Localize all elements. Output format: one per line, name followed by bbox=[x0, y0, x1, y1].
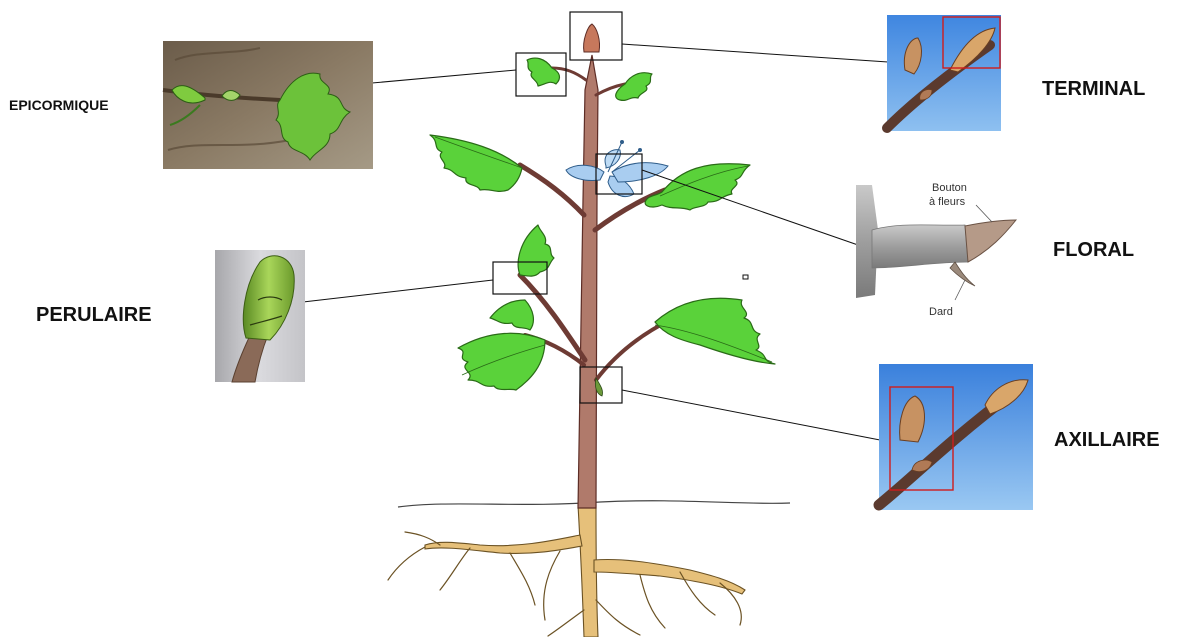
root-branch bbox=[548, 610, 584, 636]
floral-photo: Bouton à fleurs Dard bbox=[856, 182, 1016, 318]
root-left-main bbox=[425, 535, 582, 553]
root-branch bbox=[596, 600, 640, 635]
terminal-photo bbox=[887, 15, 1001, 131]
leaf-small-mid bbox=[490, 300, 533, 330]
main-stem bbox=[578, 55, 598, 508]
leaf-lower-right bbox=[655, 298, 775, 364]
callout-terminal bbox=[622, 44, 888, 62]
root-branch bbox=[440, 548, 470, 590]
leaf-top-right bbox=[616, 73, 652, 101]
branch-lower-right bbox=[596, 320, 670, 380]
label-dard: Dard bbox=[929, 306, 953, 318]
callout-perulaire bbox=[303, 280, 493, 302]
label-bouton-line2: à fleurs bbox=[929, 196, 966, 208]
root-branch bbox=[640, 575, 665, 628]
root-right-main bbox=[594, 559, 745, 594]
label-floral: FLORAL bbox=[1053, 239, 1134, 261]
flower bbox=[566, 140, 668, 197]
callout-epicormique bbox=[372, 70, 516, 83]
epicormique-photo bbox=[163, 41, 373, 169]
terminal-bud bbox=[584, 24, 600, 52]
root-branch bbox=[388, 547, 425, 580]
label-axillaire: AXILLAIRE bbox=[1054, 429, 1160, 451]
leaf-top-left bbox=[527, 58, 559, 86]
axillaire-photo bbox=[879, 364, 1033, 510]
root-branch bbox=[510, 553, 535, 605]
leaf-mid-left bbox=[518, 225, 554, 276]
root-branch bbox=[544, 551, 560, 620]
label-perulaire: PERULAIRE bbox=[36, 304, 152, 326]
roots bbox=[388, 501, 790, 637]
perulaire-photo bbox=[215, 250, 305, 382]
label-epicormique: EPICORMIQUE bbox=[9, 97, 109, 113]
label-terminal: TERMINAL bbox=[1042, 78, 1145, 100]
leaf-lower-left bbox=[458, 333, 545, 390]
label-bouton-line1: Bouton bbox=[932, 182, 967, 194]
tiny-marker bbox=[743, 275, 748, 279]
callout-axillaire bbox=[622, 390, 880, 440]
